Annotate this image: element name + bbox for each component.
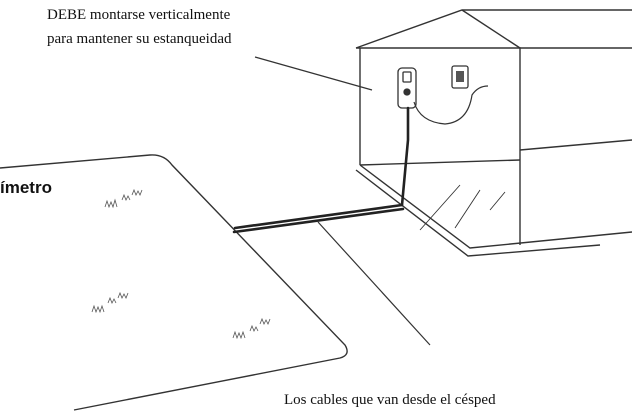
charging-station-icon (397, 67, 417, 109)
leader-line-top (254, 56, 373, 91)
leader-line-bottom (317, 221, 431, 346)
power-cable-icon (413, 85, 489, 125)
caption-mount-vertical: DEBE montarse verticalmente (47, 7, 231, 23)
lawn-icon (0, 154, 348, 411)
house-icon (355, 9, 632, 257)
grass-tuft-icon (91, 188, 271, 340)
power-outlet-icon (451, 65, 469, 89)
cable-icon (232, 106, 410, 234)
caption-cables: Los cables que van desde el césped (284, 392, 496, 408)
caption-waterproof: para mantener su estanqueidad (47, 31, 232, 47)
section-label: ímetro (0, 178, 52, 197)
